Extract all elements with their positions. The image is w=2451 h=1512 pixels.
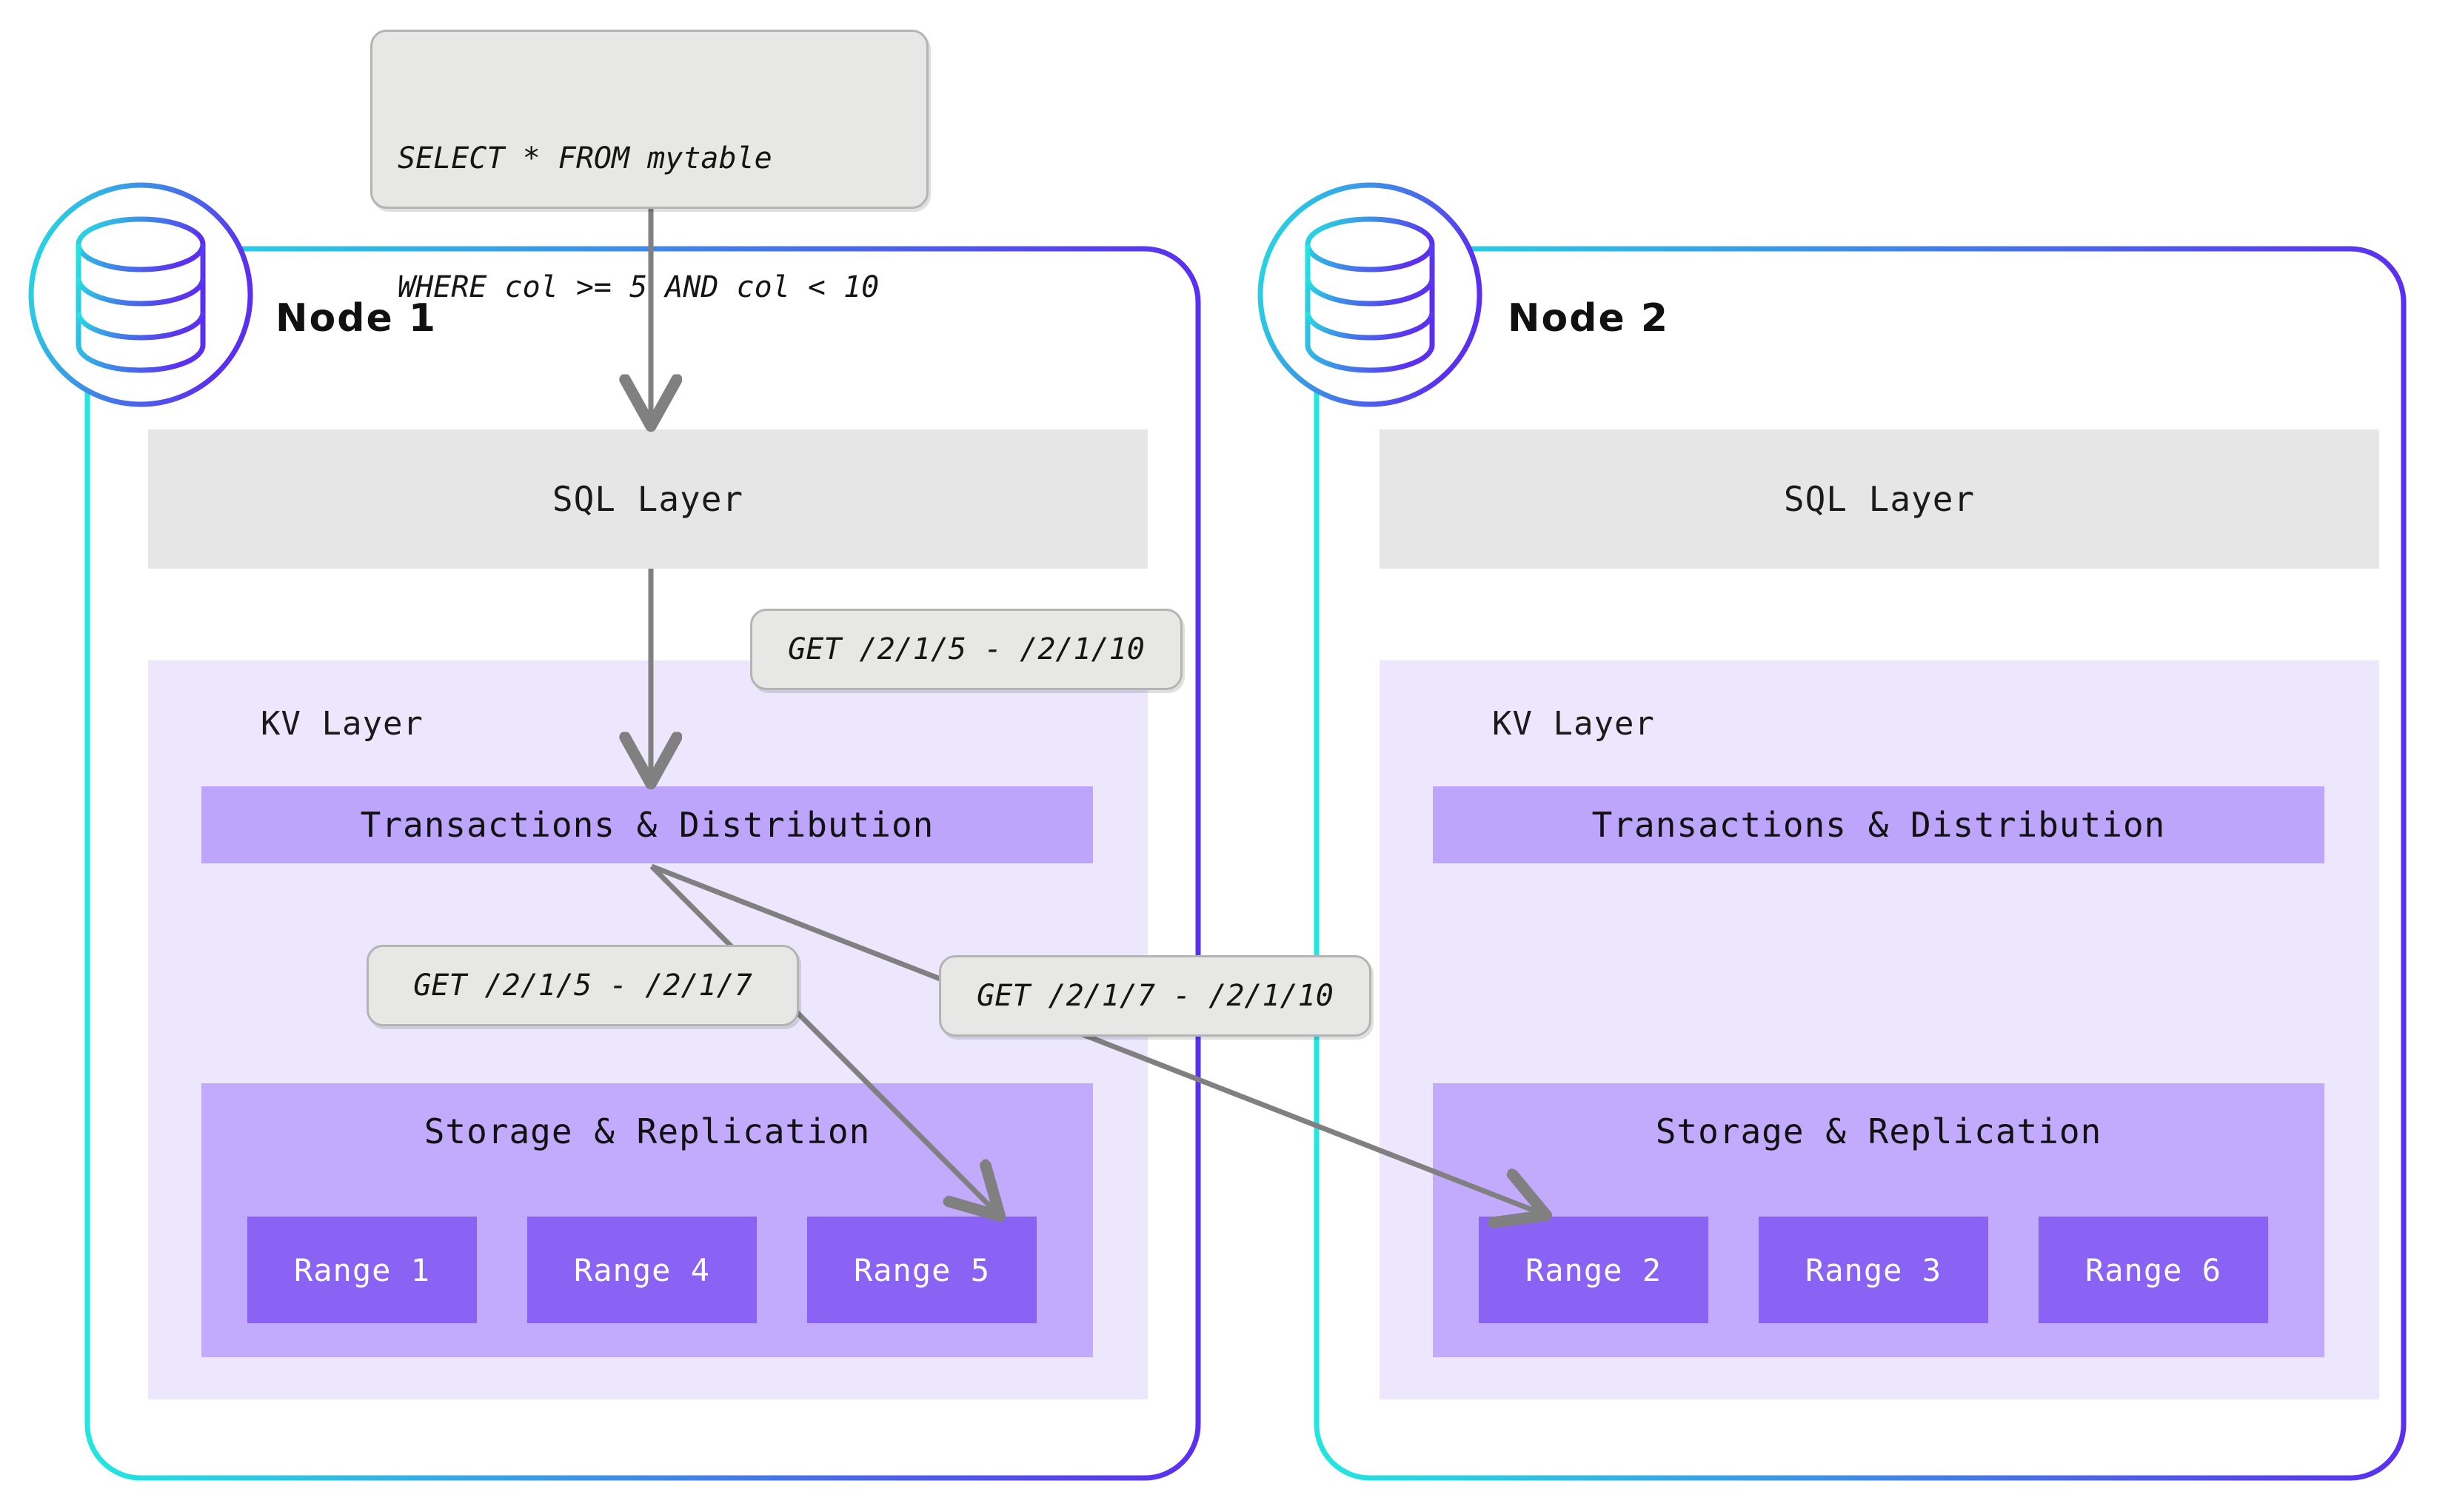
sql-query-line-1: SELECT * FROM mytable [398, 141, 772, 175]
callout-range5-request[interactable]: GET /2/1/5 - /2/1/7 [367, 945, 799, 1026]
callout-range2-request[interactable]: GET /2/1/7 - /2/1/10 [939, 955, 1371, 1037]
node-2-transactions-label: Transactions & Distribution [1591, 805, 2166, 845]
node-2-sql-layer[interactable]: SQL Layer [1380, 429, 2379, 569]
node-1-storage-label: Storage & Replication [424, 1111, 871, 1151]
node-1-kv-layer-label: KV Layer [261, 705, 424, 743]
node-2-database-icon [1257, 182, 1482, 407]
node-2-kv-layer-label: KV Layer [1492, 705, 1655, 743]
node-1-range-2[interactable]: Range 5 [807, 1217, 1037, 1323]
arrow-transactions-to-range2 [650, 863, 1544, 1214]
node-1-range-0[interactable]: Range 1 [247, 1217, 477, 1323]
node-2-range-2[interactable]: Range 6 [2039, 1217, 2268, 1323]
node-1-transactions-label: Transactions & Distribution [360, 805, 934, 845]
node-2-storage-label: Storage & Replication [1655, 1111, 2102, 1151]
sql-query-box[interactable]: SELECT * FROM mytable WHERE col >= 5 AND… [370, 30, 929, 304]
node-2-sql-layer-label: SQL Layer [1783, 479, 1976, 519]
node-2-title: Node 2 [1508, 296, 1670, 341]
node-1-transactions-bar[interactable]: Transactions & Distribution [201, 786, 1093, 863]
node-2-border [1314, 246, 2407, 1481]
node-2-storage[interactable]: Storage & Replication Range 2 Range 3 Ra… [1433, 1083, 2324, 1357]
node-1-range-1[interactable]: Range 4 [527, 1217, 757, 1323]
node-2-transactions-bar[interactable]: Transactions & Distribution [1433, 786, 2324, 863]
node-1-title: Node 1 [275, 296, 438, 341]
arrow-transactions-to-range5 [649, 864, 998, 1214]
node-2-range-0[interactable]: Range 2 [1479, 1217, 1708, 1323]
sql-query-line-2: WHERE col >= 5 AND col < 10 [398, 270, 880, 304]
node-1-sql-layer[interactable]: SQL Layer [148, 429, 1148, 569]
node-1-database-icon [28, 182, 253, 407]
node-1-sql-layer-label: SQL Layer [552, 479, 744, 519]
callout-kv-request[interactable]: GET /2/1/5 - /2/1/10 [750, 609, 1183, 690]
node-1-border [84, 246, 1201, 1481]
node-2-range-1[interactable]: Range 3 [1759, 1217, 1988, 1323]
